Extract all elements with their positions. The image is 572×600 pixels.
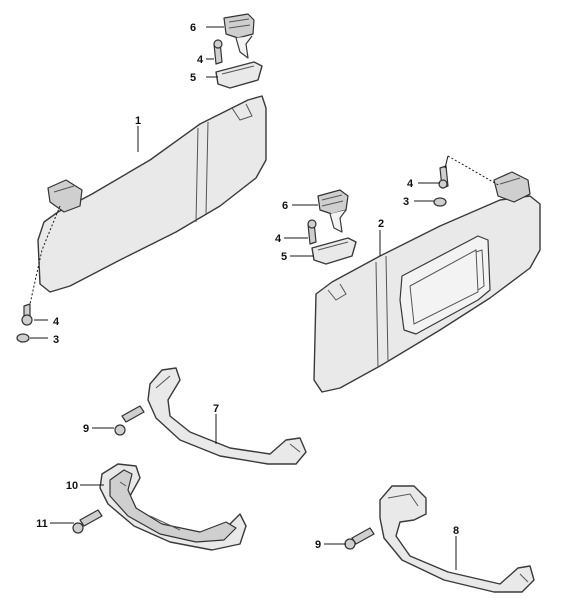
screw-4-top [213, 39, 223, 65]
callout-4-right: 4 [407, 178, 414, 190]
callout-10: 10 [66, 480, 78, 492]
screw-4-mid [307, 219, 317, 245]
screw-11 [72, 509, 103, 534]
upper-clip-6-mid [317, 189, 349, 233]
callout-9-right: 9 [315, 539, 321, 551]
washer-3-left [16, 333, 30, 343]
washer-3-right [433, 197, 447, 207]
sun-visor-left [37, 95, 267, 293]
callout-1: 1 [135, 115, 141, 127]
grab-handle-7 [147, 367, 307, 465]
callout-5-mid: 5 [281, 251, 287, 263]
sun-visor-right [313, 171, 541, 393]
callout-3-right: 3 [403, 196, 409, 208]
cover-5-mid [311, 237, 357, 265]
callout-7: 7 [213, 403, 219, 415]
callout-9-left: 9 [83, 423, 89, 435]
screw-4-left-lower [21, 303, 33, 326]
upper-clip-6 [223, 13, 255, 59]
callout-8: 8 [453, 525, 459, 537]
grab-handle-8 [379, 485, 535, 593]
callout-6-mid: 6 [282, 200, 288, 212]
callout-2: 2 [378, 218, 384, 230]
screw-4-right [438, 165, 449, 189]
callout-11: 11 [36, 518, 48, 530]
cover-5-top [215, 61, 263, 89]
callout-5-top: 5 [190, 72, 196, 84]
grab-handle-10 [99, 463, 247, 551]
callout-4-mid: 4 [275, 233, 282, 245]
callout-4-top: 4 [197, 54, 204, 66]
screw-9-left [114, 405, 145, 436]
callout-6-top: 6 [190, 22, 196, 34]
callout-3-left: 3 [53, 334, 59, 346]
callout-4-left-lower: 4 [53, 316, 60, 328]
screw-9-right [344, 527, 375, 550]
